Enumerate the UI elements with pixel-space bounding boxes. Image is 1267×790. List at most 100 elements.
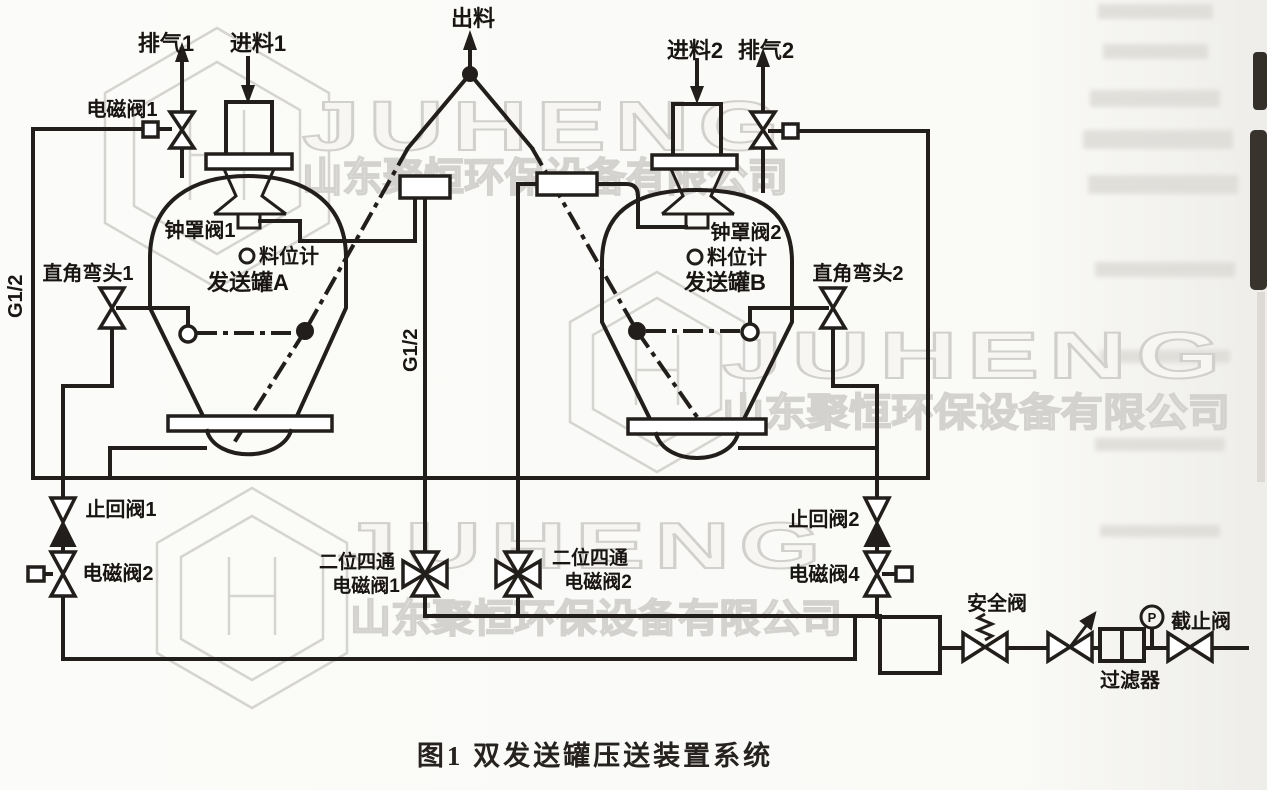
- fluidize-corner-b: [748, 306, 829, 326]
- label-bell-valve2: 钟罩阀2: [710, 220, 781, 244]
- label-solenoid1: 电磁阀1: [86, 97, 157, 121]
- spring-icon: [974, 612, 996, 642]
- bottom-flange-a: [166, 414, 334, 433]
- conveying-line-a-up: [303, 147, 410, 332]
- elbow1-down-pipe: [61, 326, 857, 661]
- tank-a-bottom-pipe: [108, 446, 207, 480]
- pressure-gauge: P: [1139, 604, 1165, 630]
- watermark-brand-text: JUHENG: [338, 509, 830, 582]
- label-four-way1-line1: 二位四通: [319, 550, 396, 573]
- check-valve-1: [48, 496, 78, 547]
- solenoid-coil-icon: [26, 565, 46, 583]
- label-elbow2: 直角弯头2: [812, 261, 903, 285]
- watermark-company-text: 山东聚恒环保设备有限公司: [350, 598, 842, 641]
- solenoid-coil-icon: [781, 122, 800, 140]
- pipe-coupling-g12-right: [535, 171, 599, 197]
- center-riser-b: [516, 182, 539, 618]
- watermark-brand-text: JUHENG: [722, 318, 1230, 392]
- bell-supply-pipe-b: [595, 182, 688, 229]
- solenoid-valve-2: [26, 550, 78, 598]
- label-stop-valve: 截止阀: [1171, 609, 1231, 633]
- feed1-arrow-icon: [241, 85, 255, 104]
- discharge-junction-dot: [462, 66, 478, 82]
- bottom-flange-b: [626, 417, 768, 436]
- label-exhaust2: 排气2: [738, 38, 794, 63]
- label-solenoid4: 电磁阀4: [788, 562, 860, 586]
- bottom-dish-b: [653, 431, 741, 460]
- regulator-arrow-icon: [1068, 621, 1091, 648]
- solenoid-coil-icon: [894, 565, 914, 583]
- bell-valve-b-seat: [684, 212, 710, 230]
- label-feed1: 进料1: [230, 31, 286, 56]
- scan-edge-artifacts: [1250, 52, 1267, 482]
- sending-tank-a: [148, 100, 348, 457]
- juheng-hexagon-logo: [155, 486, 349, 710]
- figure-caption: 图1 双发送罐压送装置系统: [417, 740, 773, 771]
- label-elbow1: 直角弯头1: [42, 261, 133, 285]
- tank-b-junction-dot: [628, 322, 646, 340]
- label-exhaust1: 排气1: [138, 31, 194, 56]
- gauge-letter: P: [1148, 610, 1157, 625]
- sending-tank-b: [600, 102, 794, 460]
- watermark-middle: JUHENG 山东聚恒环保设备有限公司: [568, 270, 1231, 474]
- label-thread-left: G1/2: [5, 275, 27, 318]
- label-check-valve2: 止回阀2: [788, 508, 859, 531]
- solenoid-coil-icon: [141, 120, 160, 139]
- conveying-line-b-pickup: [635, 329, 704, 426]
- filter: [1098, 627, 1146, 663]
- exhaust-pipe-2: [761, 62, 785, 193]
- tank-a-junction-dot: [296, 322, 314, 340]
- label-four-way1-line2: 电磁阀1: [332, 574, 400, 597]
- label-tank-b: 发送罐B: [683, 270, 766, 295]
- watermark-bottom: JUHENG 山东聚恒环保设备有限公司: [155, 486, 843, 710]
- bell-valve-a-seat: [236, 212, 262, 230]
- label-safety-valve: 安全阀: [967, 591, 1027, 615]
- label-four-way2-line1: 二位四通: [552, 546, 629, 569]
- label-thread-center: G1/2: [400, 329, 422, 372]
- outlet-line: [938, 627, 1249, 650]
- pressure-regulator-valve: [1046, 610, 1097, 665]
- air-receiver-box: [878, 615, 942, 675]
- regulator-arrow-tip-icon: [1079, 610, 1097, 631]
- exhaust2-solenoid-valve: [747, 110, 800, 150]
- watermark-brand-text: JUHENG: [302, 87, 788, 165]
- level-gauge-a-icon: [238, 247, 256, 265]
- conveying-line-b-up: [530, 147, 639, 332]
- bottom-dish-a: [204, 428, 294, 457]
- tank-a-nozzle-joint: [178, 324, 198, 344]
- solenoid-valve-4: [862, 550, 914, 598]
- four-way-valve-1: [401, 550, 449, 598]
- check-valve-2: [862, 496, 892, 547]
- label-discharge: 出料: [451, 6, 495, 31]
- four-way-valve-2: [494, 550, 542, 598]
- bleed-through-smudges: [1083, 4, 1238, 537]
- bell-supply-pipe-a: [258, 196, 417, 243]
- label-four-way2-line2: 电磁阀2: [564, 570, 632, 593]
- right-angle-elbow-1: [96, 286, 128, 330]
- label-tank-a: 发送罐A: [206, 270, 289, 295]
- tank-b-shell: [600, 187, 794, 422]
- top-flange-b: [650, 153, 739, 171]
- flow-arrows: [175, 30, 770, 104]
- air-loop-pipe: [31, 127, 930, 480]
- fluidize-corner-a: [116, 306, 190, 328]
- tank-b-nozzle-joint: [740, 322, 760, 342]
- discharge-arrow-icon: [463, 30, 477, 50]
- label-filter: 过滤器: [1100, 669, 1161, 692]
- label-level-gauge1: 料位计: [259, 244, 319, 268]
- stop-valve: [1166, 629, 1214, 665]
- top-flange-a: [204, 152, 294, 171]
- solenoid-valve-1: [141, 110, 198, 150]
- label-feed2: 进料2: [667, 38, 723, 63]
- exhaust-pipe-1: [156, 56, 184, 178]
- level-gauge-b-icon: [686, 248, 704, 266]
- label-check-valve1: 止回阀1: [85, 498, 156, 521]
- exhaust2-arrow-icon: [756, 48, 770, 67]
- tank-a-shell: [148, 173, 348, 419]
- pipe-coupling-g12-left: [398, 174, 452, 200]
- label-solenoid2: 电磁阀2: [82, 561, 153, 585]
- exhaust1-arrow-icon: [175, 42, 189, 62]
- piping-solid: [31, 42, 1249, 661]
- feed2-arrow-icon: [690, 86, 704, 104]
